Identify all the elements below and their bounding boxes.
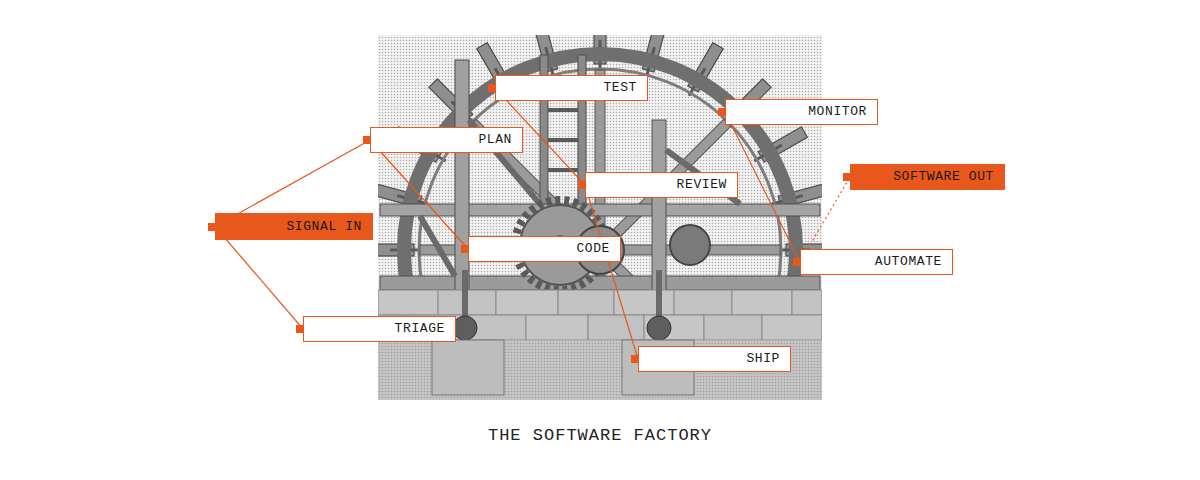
stage-box: TEST: [495, 75, 648, 101]
pestle-rod: [462, 270, 468, 320]
stone-block: [558, 290, 614, 315]
tab-marker: [793, 258, 801, 266]
ground-shade: [378, 340, 822, 400]
stage-label: TRIAGE: [395, 321, 445, 337]
tab-marker: [461, 245, 469, 253]
stage-label: PLAN: [478, 132, 512, 148]
pestle-bucket: [647, 316, 671, 340]
stage-box: REVIEW: [585, 172, 738, 198]
stage-label: TEST: [603, 80, 637, 96]
stage-label: MONITOR: [808, 104, 867, 120]
stage-box: TRIAGE: [303, 316, 456, 342]
leader-line: [585, 185, 638, 359]
pulley: [670, 225, 710, 265]
stone-block: [762, 315, 822, 340]
tab-marker: [631, 355, 639, 363]
stage-label: SIGNAL IN: [286, 219, 362, 235]
tab-marker: [363, 136, 371, 144]
ladder-rung: [548, 168, 578, 172]
stage-label: CODE: [576, 241, 610, 257]
stage-box: CODE: [468, 236, 621, 262]
tab-marker: [488, 84, 496, 92]
leader-line: [215, 227, 303, 330]
halftone-panel: [378, 35, 822, 400]
ground: [378, 340, 822, 400]
tab-marker: [578, 181, 586, 189]
io-box: SOFTWARE OUT: [850, 164, 1005, 190]
stone-block: [644, 315, 704, 340]
ladder-rung: [548, 108, 578, 112]
stone-block: [704, 315, 762, 340]
tab-marker: [718, 108, 726, 116]
stone-block: [732, 290, 792, 315]
pedestal: [432, 340, 504, 395]
ladder-rung: [548, 138, 578, 142]
io-box: SIGNAL IN: [215, 213, 373, 240]
stage-box: MONITOR: [725, 99, 878, 125]
stage-label: REVIEW: [677, 177, 727, 193]
stone-block: [496, 290, 558, 315]
stage-label: SOFTWARE OUT: [893, 169, 994, 185]
stone-block: [674, 290, 732, 315]
stage-box: SHIP: [638, 346, 791, 372]
stage-box: PLAN: [370, 127, 523, 153]
tab-marker: [208, 223, 216, 231]
stone-block: [526, 315, 588, 340]
pestle-bucket: [453, 316, 477, 340]
frame-beam: [380, 204, 820, 216]
stone-block: [588, 315, 644, 340]
frame-brace: [420, 216, 455, 276]
stage-label: AUTOMATE: [875, 254, 942, 270]
leader-line: [370, 140, 468, 249]
wheel-group: [378, 35, 822, 400]
tab-marker: [296, 325, 304, 333]
pestle-rod: [656, 270, 662, 320]
diagram-title: THE SOFTWARE FACTORY: [0, 426, 1200, 445]
stone-block: [378, 290, 438, 315]
stage-label: SHIP: [746, 351, 780, 367]
stone-block: [792, 290, 822, 315]
stage-box: AUTOMATE: [800, 249, 953, 275]
frame-beam: [380, 276, 820, 290]
frame-brace: [469, 120, 540, 204]
tab-marker: [843, 173, 851, 181]
